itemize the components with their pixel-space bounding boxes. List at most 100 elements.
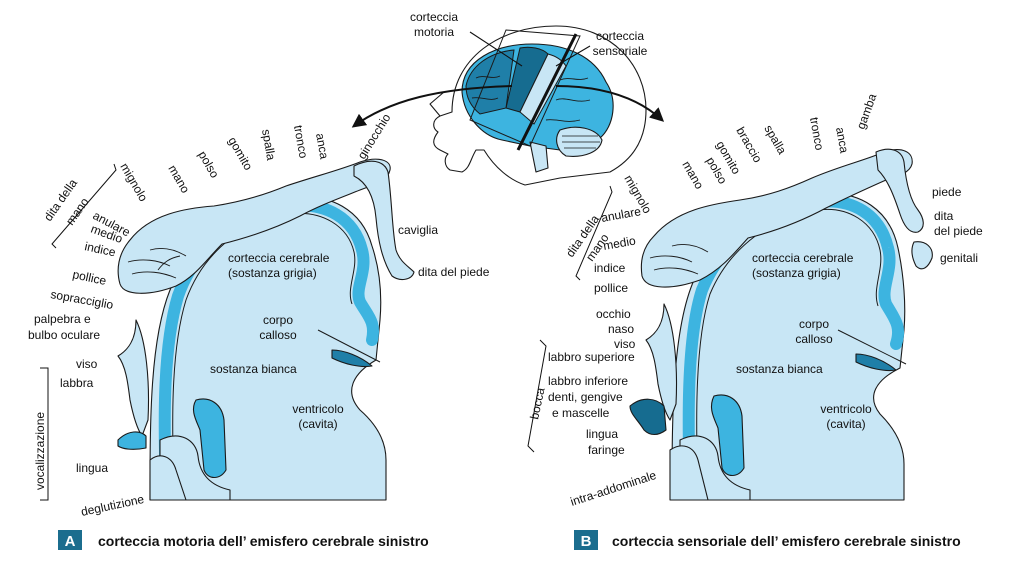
panel-b-label-dita-2: del piede	[934, 224, 983, 238]
panel-a-label-lingua: lingua	[76, 461, 108, 475]
panel-b-label-lingua: lingua	[586, 427, 618, 441]
panel-a-label-palpebra: palpebra e	[34, 312, 91, 326]
panel-b: corteccia cerebrale (sostanza grigia) so…	[527, 91, 983, 508]
panel-a-label-tronco: tronco	[291, 124, 311, 160]
arrow-to-sensory	[555, 85, 665, 122]
panel-b-label-faringe: faringe	[588, 443, 625, 457]
panel-a-label-spalla: spalla	[259, 128, 278, 162]
panel-a-cortex-label-1: corteccia cerebrale	[228, 251, 330, 265]
panel-a: corteccia cerebrale (sostanza grigia) so…	[28, 111, 490, 519]
badge-a	[58, 530, 82, 550]
panel-b-label-labbro-inf: labbro inferiore	[548, 374, 628, 388]
panel-b-label-genitali: genitali	[940, 251, 978, 265]
panel-b-label-medio: medio	[602, 233, 637, 253]
panel-a-callosum-label-1: corpo	[263, 313, 293, 327]
panel-b-teeth	[629, 398, 667, 436]
panel-b-label-spalla: spalla	[761, 123, 789, 157]
panel-b-white-matter-label: sostanza bianca	[736, 362, 823, 376]
sensory-cortex-label-1: corteccia	[596, 29, 644, 43]
brain-icon-group: corteccia motoria corteccia sensoriale	[351, 10, 665, 186]
panel-a-label-sopracciglio: sopracciglio	[49, 287, 114, 312]
panel-b-label-viso: viso	[614, 337, 636, 351]
panel-b-callosum-line	[837, 329, 907, 365]
panel-b-ventricle-label-2: (cavita)	[826, 417, 865, 431]
panel-b-label-naso: naso	[608, 322, 634, 336]
brainstem	[529, 141, 549, 173]
section-plane	[469, 29, 581, 147]
panel-a-label-bulbo: bulbo oculare	[28, 328, 100, 342]
panel-a-label-labbra: labbra	[60, 376, 94, 390]
sensory-cortex-label-2: sensoriale	[593, 44, 648, 58]
panel-a-face	[117, 319, 150, 437]
badge-b-text: B	[581, 533, 592, 550]
panel-a-hand	[117, 158, 391, 294]
panel-b-lower-fold	[710, 394, 745, 477]
panel-b-cortex-label-2: (sostanza grigia)	[752, 266, 841, 280]
face-profile	[429, 91, 445, 117]
panel-a-leg	[353, 160, 415, 281]
badge-b	[574, 530, 598, 550]
panel-b-callosum-label-2: calloso	[795, 332, 833, 346]
panel-b-throat	[669, 445, 709, 501]
panel-a-callosum-line	[317, 329, 381, 363]
panel-a-ventricle-label-1: ventricolo	[292, 402, 344, 416]
caption-b: B corteccia sensoriale dell’ emisfero ce…	[574, 530, 961, 550]
panel-b-label-intra: intra-addominale	[569, 468, 659, 509]
panel-b-finger-lines	[649, 243, 709, 275]
panel-a-throat	[149, 455, 187, 501]
panel-b-genitals	[911, 241, 933, 270]
panel-a-label-deglutizione: deglutizione	[80, 492, 146, 519]
panel-a-label-anca: anca	[313, 132, 331, 160]
motor-leader-line	[469, 31, 523, 67]
panel-a-label-dita-piede: dita del piede	[418, 265, 490, 279]
panel-b-ventricle-label-1: ventricolo	[820, 402, 872, 416]
panel-a-tongue	[117, 431, 147, 450]
panel-b-label-mascelle: e mascelle	[552, 406, 610, 420]
panel-a-lower-fold	[192, 398, 227, 479]
arrow-to-motor	[351, 85, 513, 128]
cerebellum-lines	[562, 135, 600, 149]
caption-a-text: corteccia motoria dell’ emisfero cerebra…	[98, 533, 429, 549]
panel-a-vocal-bracket	[40, 367, 49, 501]
panel-a-label-viso: viso	[76, 357, 98, 371]
panel-b-fingers-bracket	[575, 185, 613, 281]
panel-b-ventricle	[855, 353, 897, 372]
caption-b-text: corteccia sensoriale dell’ emisfero cere…	[612, 533, 961, 549]
panel-b-callosum-label-1: corpo	[799, 317, 829, 331]
panel-b-label-anca: anca	[833, 126, 851, 154]
panel-a-ventricle-label-2: (cavita)	[298, 417, 337, 431]
caption-a: A corteccia motoria dell’ emisfero cereb…	[58, 530, 429, 550]
panel-a-label-mano: mano	[165, 163, 192, 196]
panel-a-label-mignolo: mignolo	[117, 161, 150, 205]
panel-b-label-tronco: tronco	[807, 116, 827, 152]
panel-a-white-matter-label: sostanza bianca	[210, 362, 297, 376]
panel-a-cortex-label-2: (sostanza grigia)	[228, 266, 317, 280]
motor-cortex-label-2: motoria	[414, 25, 454, 39]
panel-b-mouth-label: bocca	[527, 386, 547, 421]
panel-a-label-pollice: pollice	[71, 267, 108, 288]
panel-b-label-occhio: occhio	[596, 307, 631, 321]
panel-b-face	[645, 303, 678, 421]
panel-b-label-dita-1: dita	[934, 209, 954, 223]
panel-b-label-anulare: anulare	[600, 204, 642, 225]
panel-a-label-indice: indice	[83, 239, 117, 259]
panel-a-label-gomito: gomito	[225, 135, 255, 173]
panel-a-label-polso: polso	[195, 149, 222, 181]
brain-folds	[471, 75, 591, 122]
sensory-cut-line	[516, 33, 578, 151]
panel-b-leg	[875, 148, 924, 233]
panel-b-label-labbro-sup: labbro superiore	[548, 350, 635, 364]
panel-a-label-ginocchio: ginocchio	[355, 111, 394, 162]
panel-a-vocal-label: vocalizzazione	[33, 412, 47, 490]
panel-a-callosum-label-2: calloso	[259, 328, 297, 342]
panel-b-label-indice: indice	[594, 261, 626, 275]
panel-b-label-pollice: pollice	[594, 281, 628, 295]
badge-a-text: A	[65, 533, 76, 550]
panel-b-label-gamba: gamba	[854, 91, 880, 131]
panel-a-fingers-bracket	[51, 163, 117, 249]
panel-b-label-piede: piede	[932, 185, 962, 199]
sensory-leader-line	[555, 45, 591, 67]
panel-a-finger-lines	[127, 247, 187, 279]
